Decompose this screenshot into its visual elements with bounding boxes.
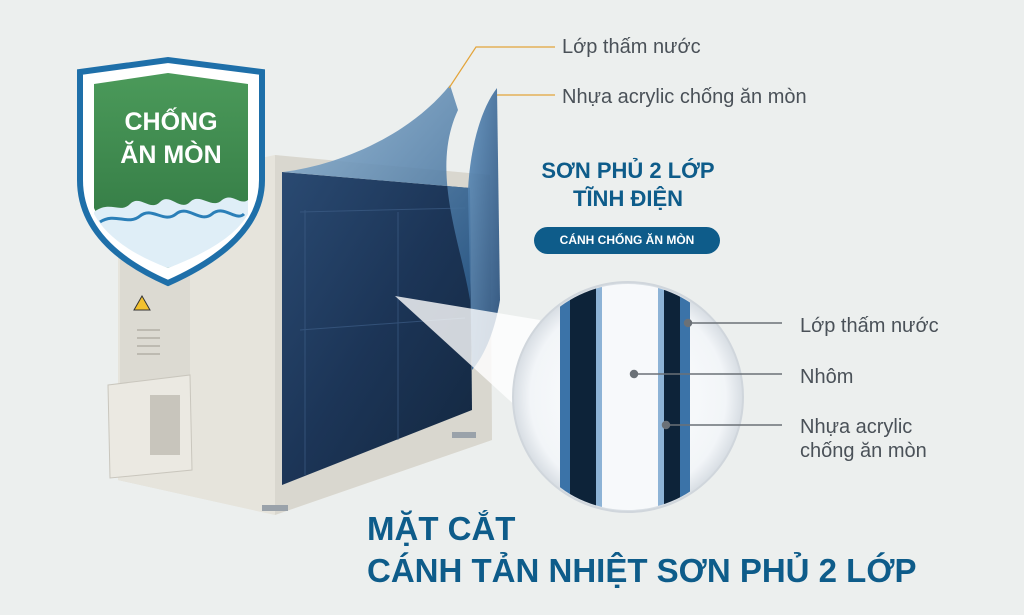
coating-film-layers — [283, 85, 500, 370]
coating-headline: SƠN PHỦ 2 LỚP TĨNH ĐIỆN — [518, 157, 738, 213]
magnifier-beam — [395, 296, 540, 410]
cs-label-water-layer: Lớp thấm nước — [800, 315, 939, 337]
headline-line-2: TĨNH ĐIỆN — [573, 186, 683, 211]
badge-title: CHỐNG ĂN MÒN — [96, 106, 246, 172]
cs-label-aluminum: Nhôm — [800, 366, 854, 388]
bottom-title-line-2: CÁNH TẢN NHIỆT SƠN PHỦ 2 LỚP — [367, 552, 917, 589]
heat-exchanger-coil — [282, 172, 472, 485]
shield-badge — [77, 56, 265, 287]
cs-label-acrylic-line-1: Nhựa acrylic — [800, 416, 913, 438]
badge-line-1: CHỐNG — [124, 108, 218, 136]
headline-line-1: SƠN PHỦ 2 LỚP — [541, 158, 715, 183]
cross-section-lens — [512, 281, 744, 513]
cross-section-leader-lines — [629, 318, 782, 430]
bottom-title: MẶT CẮT CÁNH TẢN NHIỆT SƠN PHỦ 2 LỚP — [367, 508, 917, 592]
top-label-acrylic: Nhựa acrylic chống ăn mòn — [562, 86, 807, 108]
cs-label-acrylic: Nhựa acrylic chống ăn mòn — [800, 415, 1000, 463]
top-label-water-layer: Lớp thấm nước — [562, 36, 701, 58]
cs-label-acrylic-line-2: chống ăn mòn — [800, 440, 927, 462]
feature-pill: CÁNH CHỐNG ĂN MÒN — [534, 227, 720, 254]
badge-line-2: ĂN MÒN — [120, 141, 222, 169]
bottom-title-line-1: MẶT CẮT — [367, 510, 516, 547]
top-leader-lines — [448, 46, 555, 96]
